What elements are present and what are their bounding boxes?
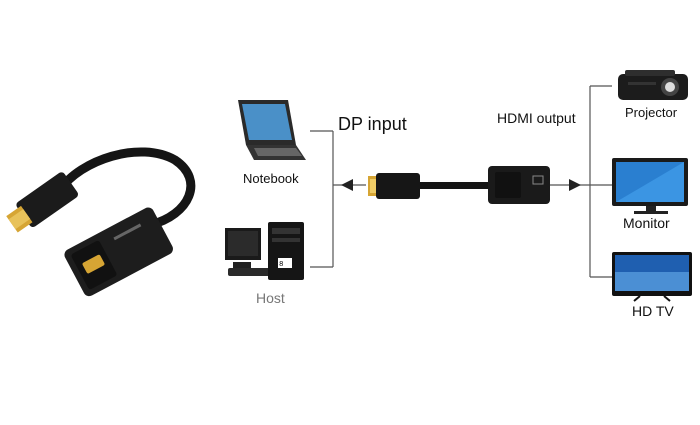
arrow-right-icon bbox=[569, 179, 581, 191]
tv-icon bbox=[612, 252, 692, 302]
monitor-label: Monitor bbox=[623, 215, 670, 231]
laptop-icon bbox=[238, 100, 306, 160]
projector-label: Projector bbox=[625, 105, 678, 120]
hdmi-output-label: HDMI output bbox=[497, 110, 576, 126]
hdtv-label: HD TV bbox=[632, 303, 674, 319]
projector-icon bbox=[618, 70, 688, 100]
desktop-pc-icon: 8 bbox=[225, 222, 304, 280]
monitor-icon bbox=[612, 158, 688, 214]
adapter-small-icon bbox=[368, 166, 550, 204]
input-bracket bbox=[310, 130, 366, 268]
svg-text:8: 8 bbox=[279, 260, 283, 268]
host-label: Host bbox=[256, 290, 285, 306]
notebook-label: Notebook bbox=[243, 171, 299, 186]
arrow-left-icon bbox=[341, 179, 353, 191]
adapter-large-icon bbox=[6, 147, 196, 297]
output-bracket bbox=[550, 85, 612, 278]
dp-input-label: DP input bbox=[338, 114, 407, 134]
